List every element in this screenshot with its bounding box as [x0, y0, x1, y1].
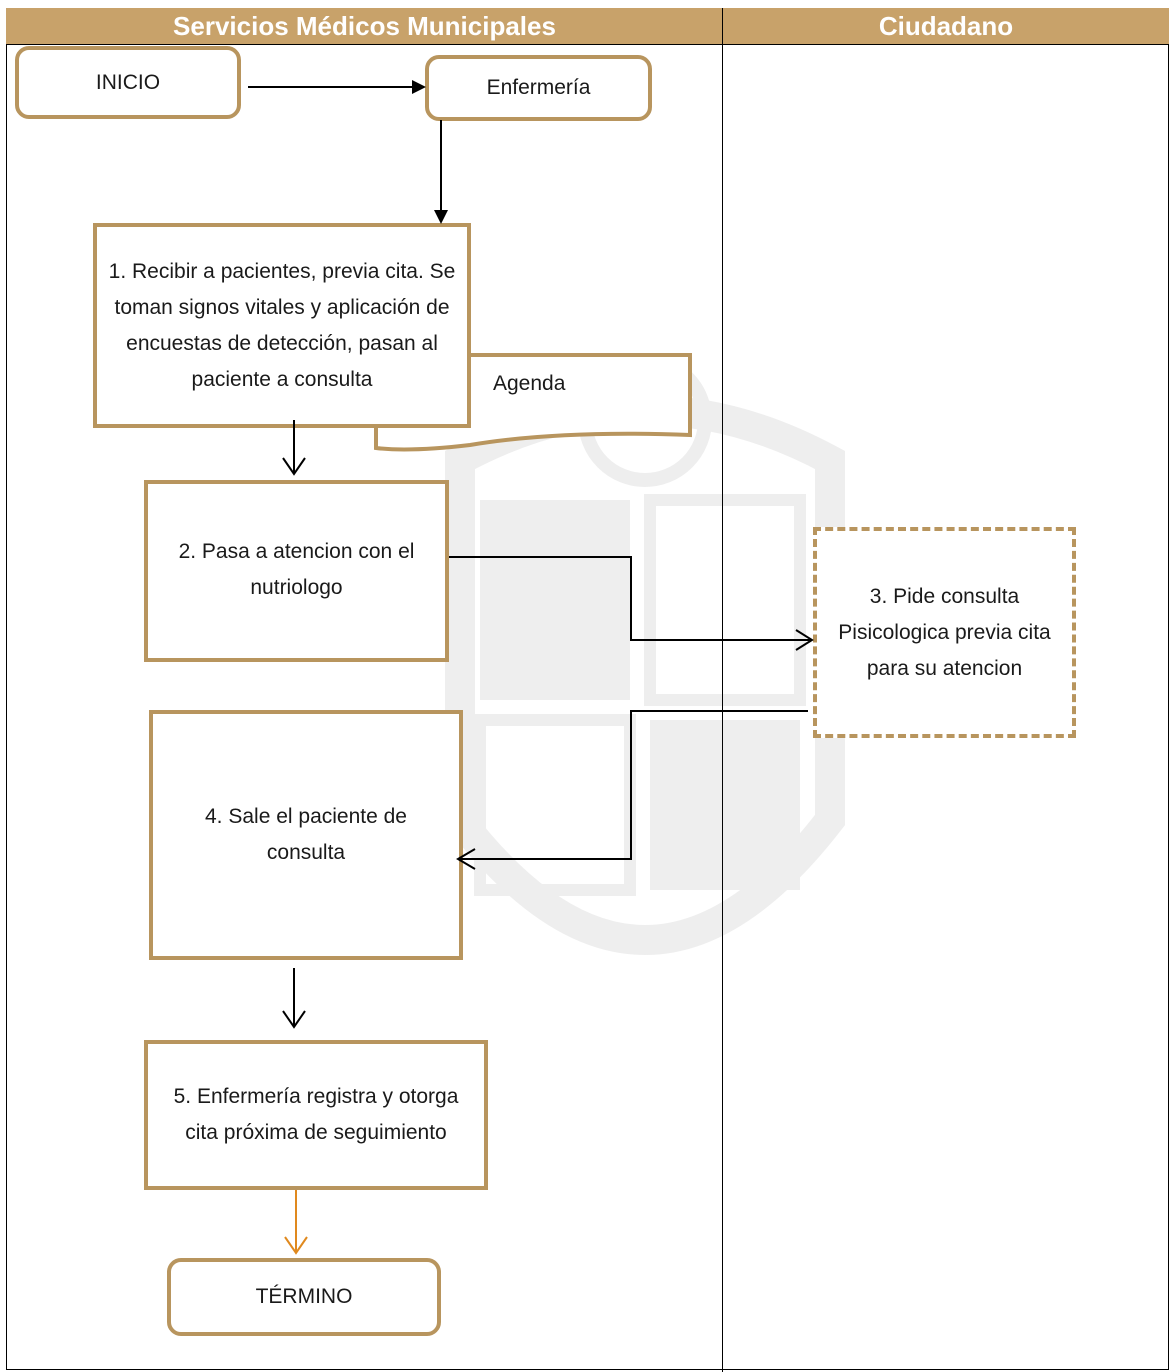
end-label: TÉRMINO: [255, 1285, 353, 1308]
step-5-process: 5. Enfermería registra y otorga cita pró…: [144, 1040, 488, 1190]
step-3-process: 3. Pide consulta Pisicologica previa cit…: [813, 527, 1076, 738]
lane-title-ciudadano: Ciudadano: [878, 10, 1014, 41]
enfermeria-label: Enfermería: [486, 76, 591, 99]
step-5-label: 5. Enfermería registra y otorga cita pró…: [173, 1085, 459, 1144]
start-node: INICIO: [15, 46, 241, 119]
lane-divider: [722, 8, 723, 1372]
step-2-process: 2. Pasa a atencion con el nutriologo: [144, 480, 449, 662]
step-1-label: 1. Recibir a pacientes, previa cita. Se …: [108, 259, 456, 391]
agenda-label: Agenda: [493, 372, 566, 395]
step-2-label: 2. Pasa a atencion con el nutriologo: [178, 540, 415, 599]
step-1-process: 1. Recibir a pacientes, previa cita. Se …: [93, 223, 471, 428]
enfermeria-node: Enfermería: [425, 55, 652, 121]
lane-title-servicios: Servicios Médicos Municipales: [173, 10, 556, 41]
start-label: INICIO: [95, 70, 161, 94]
step-4-label: 4. Sale el paciente de consulta: [205, 805, 407, 864]
lane-header-servicios: Servicios Médicos Municipales: [6, 8, 723, 45]
end-node: TÉRMINO: [167, 1258, 441, 1336]
lane-header-ciudadano: Ciudadano: [723, 8, 1169, 45]
step-4-process: 4. Sale el paciente de consulta: [149, 710, 463, 960]
step-3-label: 3. Pide consulta Pisicologica previa cit…: [838, 584, 1051, 680]
